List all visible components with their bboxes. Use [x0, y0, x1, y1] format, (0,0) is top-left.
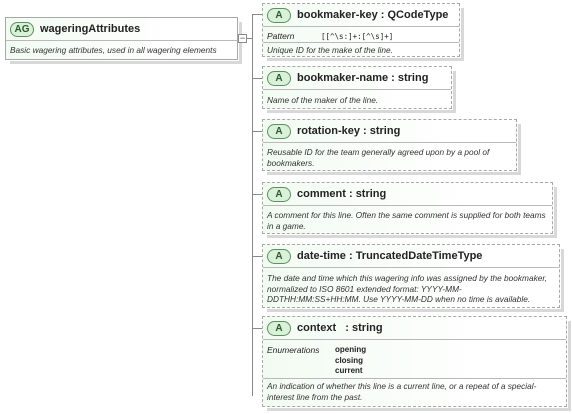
divider	[263, 42, 459, 43]
connector-trunk	[252, 14, 253, 396]
divider	[263, 378, 566, 379]
enumerations-label: Enumerations	[267, 345, 320, 355]
attribute-name: date-time : TruncatedDateTimeType	[297, 250, 483, 262]
attribute-icon: A	[267, 7, 291, 23]
attribute-header: A comment : string	[263, 183, 552, 205]
attribute-doc: The date and time which this wagering in…	[267, 273, 547, 304]
attribute-doc: An indication of whether this line is a …	[267, 381, 537, 402]
divider	[263, 267, 559, 268]
attribute-box-date-time[interactable]: A date-time : TruncatedDateTimeType The …	[262, 244, 564, 312]
attribute-doc: Unique ID for the make of the line.	[267, 45, 393, 55]
connector-branch	[252, 131, 262, 132]
enum-value: current	[335, 366, 363, 375]
divider	[263, 26, 459, 27]
attribute-group-doc: Basic wagering attributes, used in all w…	[10, 45, 217, 55]
attribute-header: A bookmaker-name : string	[263, 67, 451, 89]
attribute-group-icon: AG	[10, 21, 34, 37]
divider	[263, 205, 552, 206]
attribute-doc: Reusable ID for the team generally agree…	[267, 147, 490, 168]
attribute-header: A context : string	[263, 317, 566, 339]
connector-branch	[252, 78, 262, 79]
divider	[263, 339, 566, 340]
attribute-doc: Name of the maker of the line.	[267, 95, 379, 105]
attribute-group-box[interactable]: AG wageringAttributes Basic wagering att…	[5, 17, 242, 64]
connector-branch	[252, 14, 262, 15]
divider	[263, 89, 451, 90]
attribute-icon: A	[267, 248, 291, 264]
connector-branch	[252, 328, 262, 329]
attribute-name: comment : string	[297, 188, 387, 200]
divider	[6, 40, 237, 41]
attribute-name: bookmaker-key : QCodeType	[297, 9, 449, 21]
attribute-icon: A	[267, 70, 291, 86]
connector-branch	[252, 194, 262, 195]
enum-value: closing	[335, 355, 364, 365]
attribute-icon: A	[267, 186, 291, 202]
attribute-group-name: wageringAttributes	[40, 23, 141, 35]
connector-branch	[252, 256, 262, 257]
attribute-box-bookmaker-name[interactable]: A bookmaker-name : string Name of the ma…	[262, 66, 456, 113]
pattern-value: [[^\s:]+:[^\s]+]	[321, 32, 394, 41]
enum-value: opening	[335, 345, 367, 354]
attribute-box-comment[interactable]: A comment : string A comment for this li…	[262, 182, 557, 238]
attribute-header: A date-time : TruncatedDateTimeType	[263, 245, 559, 267]
attribute-box-context[interactable]: A context : string Enumerations opening …	[262, 316, 571, 411]
attribute-icon: A	[267, 123, 291, 139]
attribute-box-bookmaker-key[interactable]: A bookmaker-key : QCodeType Pattern [[^\…	[262, 3, 464, 61]
attribute-header: A bookmaker-key : QCodeType	[263, 4, 459, 26]
pattern-label: Pattern	[267, 31, 295, 41]
enumeration-list: opening closing current	[335, 345, 366, 377]
attribute-icon: A	[267, 320, 291, 336]
attribute-box-rotation-key[interactable]: A rotation-key : string Reusable ID for …	[262, 119, 521, 175]
collapse-icon[interactable]: −	[238, 33, 247, 43]
attribute-group-header: AG wageringAttributes	[6, 18, 237, 40]
attribute-name: rotation-key : string	[297, 125, 401, 137]
attribute-name: context : string	[297, 322, 383, 334]
divider	[263, 142, 516, 143]
attribute-header: A rotation-key : string	[263, 120, 516, 142]
attribute-name: bookmaker-name : string	[297, 72, 429, 84]
attribute-doc: A comment for this line. Often the same …	[267, 210, 546, 231]
